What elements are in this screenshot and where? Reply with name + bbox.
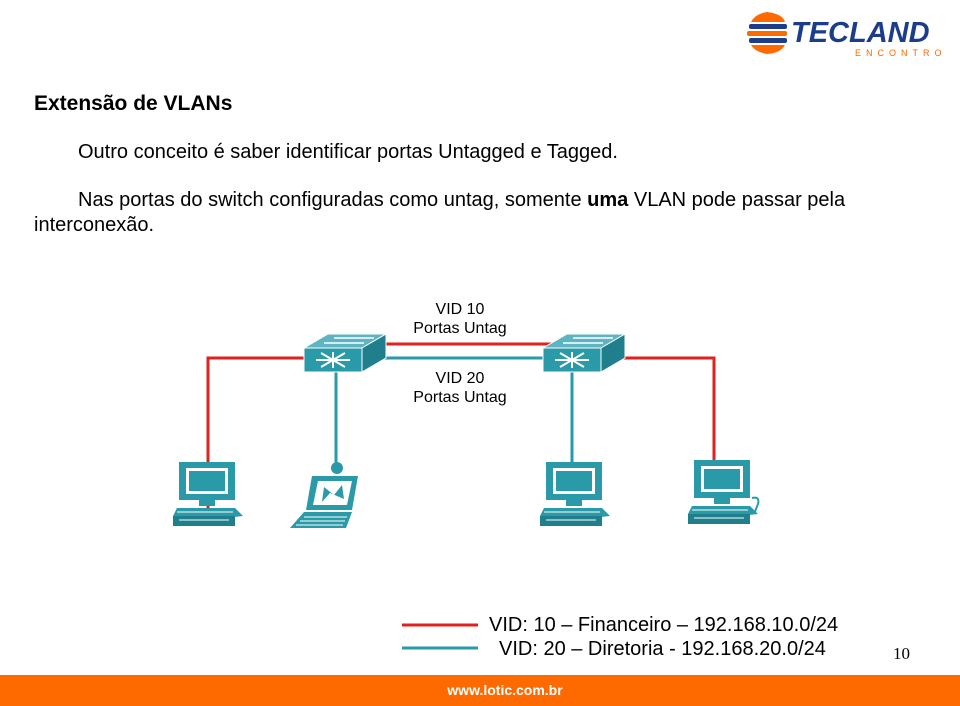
tecland-logo: TECLAND ENCONTRO	[747, 12, 947, 58]
logo-subtext: ENCONTRO	[855, 48, 947, 58]
switch-left-icon	[303, 333, 387, 373]
pc-financeiro-right-icon	[687, 459, 760, 525]
logo-text: TECLAND	[791, 17, 930, 49]
legend-vlan20-text: VID: 20 – Diretoria - 192.168.20.0/24	[499, 638, 826, 660]
legend-vlan10-text: VID: 10 – Financeiro – 192.168.10.0/24	[489, 614, 839, 636]
switch-right-icon	[542, 333, 626, 373]
pc-diretoria-right-icon	[539, 461, 611, 527]
paragraph-bold-word: uma	[587, 189, 629, 211]
network-diagram	[172, 333, 760, 650]
label-untag-top: Portas Untag	[413, 320, 507, 337]
page-number: 10	[893, 644, 910, 663]
paragraph-untag-rule: Nas portas do switch configuradas como u…	[34, 188, 934, 238]
label-vid20: VID 20	[435, 370, 485, 387]
vlan20-link	[334, 356, 574, 468]
label-untag-bottom: Portas Untag	[413, 389, 507, 406]
footer-url: www.lotic.com.br	[447, 682, 563, 698]
label-vid10-untag: VID 10 Portas Untag	[390, 300, 530, 338]
paragraph-untag-tagged: Outro conceito é saber identificar porta…	[78, 141, 618, 163]
slide-title: Extensão de VLANs	[34, 92, 233, 115]
laptop-diretoria-icon	[290, 462, 358, 528]
pc-financeiro-left-icon	[172, 461, 244, 527]
logo-stripes	[747, 12, 787, 54]
label-vid10: VID 10	[435, 301, 485, 318]
paragraph-text-after: VLAN pode passar pela interconexão.	[34, 189, 846, 236]
footer-bar	[0, 675, 960, 706]
label-vid20-untag: VID 20 Portas Untag	[390, 369, 530, 407]
paragraph-text-before: Nas portas do switch configuradas como u…	[78, 189, 588, 211]
